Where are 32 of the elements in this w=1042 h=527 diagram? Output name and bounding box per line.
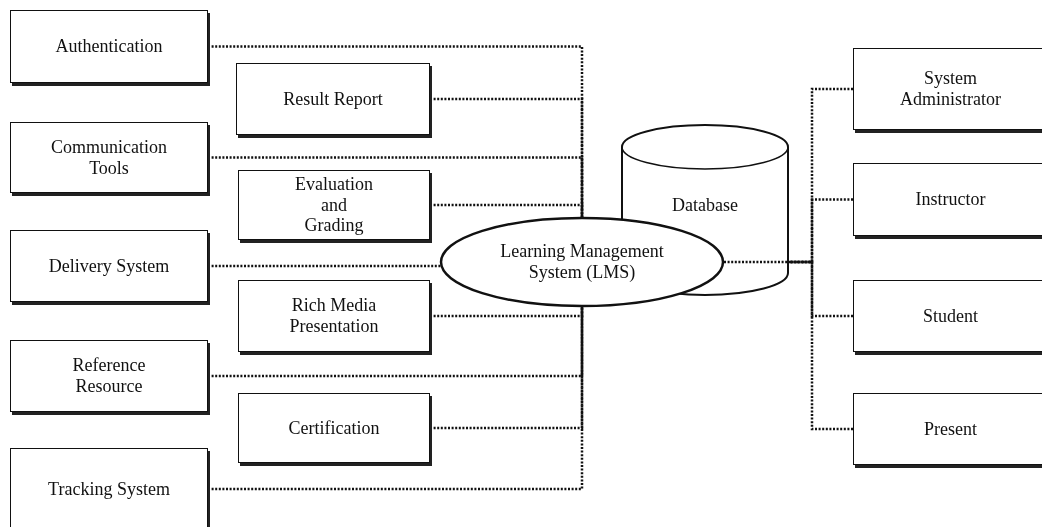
node-label: Result Report [282, 88, 384, 110]
system-ellipse [440, 217, 724, 307]
node-label: Evaluation and Grading [294, 173, 374, 237]
process-box [238, 393, 430, 463]
process-box [10, 448, 208, 527]
process-box [10, 340, 208, 412]
process-box [853, 163, 1042, 236]
process-box [853, 280, 1042, 352]
node-label: Certification [287, 417, 381, 439]
node-label: Delivery System [47, 255, 171, 277]
process-box [853, 48, 1042, 130]
connector-line [790, 260, 853, 318]
node-label: Student [922, 305, 979, 327]
node-label: Communication Tools [50, 136, 168, 179]
process-box [10, 10, 208, 83]
node-label: Instructor [914, 189, 987, 210]
connector-line [790, 260, 853, 431]
node-label: Database [671, 195, 739, 216]
process-box [10, 230, 208, 302]
node-label: Learning Management System (LMS) [499, 241, 665, 283]
process-box [853, 393, 1042, 465]
process-box [238, 280, 430, 352]
node-label: Rich Media Presentation [288, 295, 380, 337]
node-label: Present [923, 418, 978, 440]
connector-line [724, 260, 790, 264]
process-box [238, 170, 430, 240]
process-box [236, 63, 430, 135]
process-box [10, 122, 208, 193]
node-label: Authentication [54, 36, 164, 57]
node-label: Reference Resource [71, 355, 147, 397]
node-label: System Administrator [899, 68, 1002, 110]
node-label: Tracking System [47, 478, 171, 500]
